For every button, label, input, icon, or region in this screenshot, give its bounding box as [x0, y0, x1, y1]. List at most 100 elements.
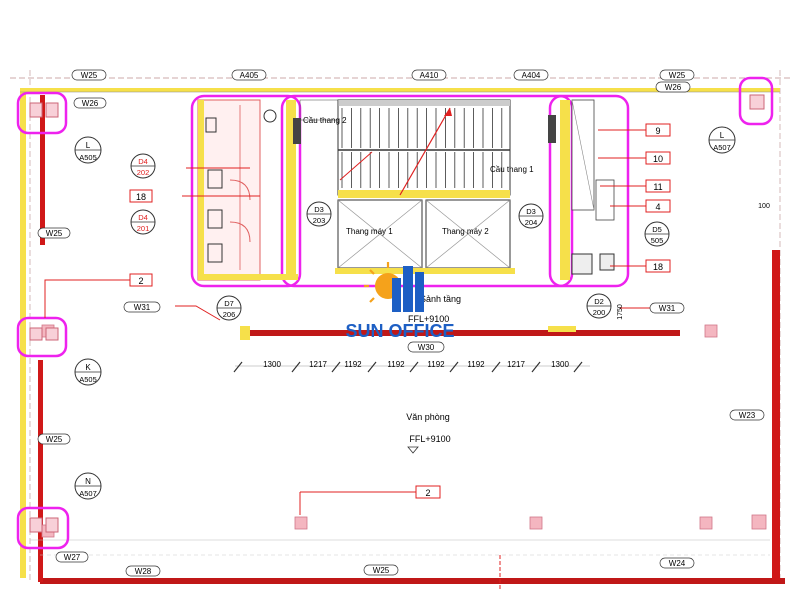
wall-tag-label: W25 — [81, 71, 98, 80]
wall-tags: W25 W26 A405 A410 A404 W25 W26 W25 W31 W… — [37, 69, 765, 577]
wall-tag-label: W25 — [46, 435, 63, 444]
wall-tag: W24 — [659, 557, 695, 569]
dimension-label: 1192 — [344, 360, 362, 369]
number-tag: 18 — [645, 259, 671, 273]
section-ref: A505 — [79, 153, 97, 162]
boxed-numbers: 18 2 9 10 11 4 18 2 — [129, 123, 671, 499]
elevator-shafts — [335, 199, 515, 274]
section-ref: A505 — [79, 375, 97, 384]
leaders — [44, 129, 650, 515]
door-num: 206 — [223, 310, 236, 319]
wall-tag: W25 — [659, 69, 695, 81]
outer-walls — [20, 88, 785, 584]
stair-flight — [337, 99, 511, 198]
dimension-tick — [233, 361, 243, 373]
number-tag-label: 10 — [653, 154, 663, 164]
elevator-label: Thang máy 1 — [346, 227, 393, 236]
door-code: D4 — [138, 157, 148, 166]
wall-tag-label: W30 — [418, 343, 435, 352]
elevator-label: Thang máy 2 — [442, 227, 489, 236]
number-tag-label: 9 — [655, 126, 660, 136]
building-icon — [392, 266, 424, 312]
dimension-label: 100 — [758, 203, 770, 210]
number-tag: 9 — [645, 123, 671, 137]
wall-tag: W26 — [73, 97, 107, 109]
dimension-tick — [331, 361, 341, 373]
number-tag-label: 11 — [653, 182, 662, 192]
wall-tag-label: W31 — [134, 303, 151, 312]
wall-tag-label: W28 — [135, 567, 152, 576]
number-tag-label: 18 — [136, 192, 146, 202]
brand-name: SUN OFFICE — [345, 321, 454, 341]
number-tag-label: 4 — [655, 202, 660, 212]
dimension-tick — [367, 361, 377, 373]
door-num: 505 — [651, 236, 664, 245]
section-ref: A507 — [79, 489, 97, 498]
section-letter: K — [85, 363, 91, 372]
wall-tag-label: W25 — [373, 566, 390, 575]
corner-markers — [16, 76, 774, 550]
number-tag-label: 2 — [138, 276, 143, 286]
dimension-row: 1300 1217 1192 1192 1192 1192 1217 1300 — [263, 360, 569, 369]
stair-label: Cầu thang 1 — [490, 165, 534, 174]
wall-tag-label: A410 — [420, 71, 439, 80]
wall-tag: W30 — [407, 341, 445, 353]
sun-office-logo: SUN OFFICE — [345, 262, 455, 341]
stair-label: Cầu thang 2 — [303, 116, 347, 125]
dimension-label: 1300 — [263, 360, 281, 369]
wall-tag: W25 — [363, 564, 399, 576]
dimension-label: 1217 — [507, 360, 525, 369]
wall-tag-label: W26 — [665, 83, 682, 92]
room-name: Văn phòng — [406, 412, 450, 422]
room-level: FFL+9100 — [408, 314, 449, 324]
dimension-label: 1217 — [309, 360, 327, 369]
wall-tag: A410 — [411, 69, 447, 81]
wall-tag: W25 — [37, 433, 71, 445]
number-tag-label: 2 — [425, 488, 430, 498]
number-tag: 2 — [129, 273, 153, 287]
number-tag: 4 — [645, 199, 671, 213]
wall-tag-label: W24 — [669, 559, 686, 568]
wall-tag-label: W31 — [659, 304, 676, 313]
wall-tag: W31 — [123, 301, 161, 313]
wall-tag: A405 — [231, 69, 267, 81]
wall-tag-label: A405 — [240, 71, 259, 80]
door-code: D3 — [314, 205, 324, 214]
door-code: D5 — [652, 225, 662, 234]
number-tag: 18 — [129, 189, 153, 203]
door-code: D3 — [526, 207, 536, 216]
wall-tag-label: W23 — [739, 411, 756, 420]
room-office: Văn phòng FFL+9100 — [406, 412, 451, 454]
toilet-block — [197, 99, 298, 281]
lobby-wall — [250, 330, 680, 336]
wall-tag-label: W25 — [669, 71, 686, 80]
door-code: D2 — [594, 297, 604, 306]
section-mark: K A505 — [74, 358, 102, 386]
room-name: Sảnh tầng — [420, 294, 461, 304]
dimension-label: 1192 — [427, 360, 445, 369]
wall-tag-label: W27 — [64, 553, 81, 562]
door-num: 200 — [593, 308, 606, 317]
door-num: 204 — [525, 218, 538, 227]
dimension-tick — [491, 361, 501, 373]
number-tag: 2 — [415, 485, 441, 499]
wall-tag-label: W26 — [82, 99, 99, 108]
wall-tag: W27 — [55, 551, 89, 563]
wall-tag: W25 — [37, 227, 71, 239]
wall-tag: W31 — [649, 302, 685, 314]
door-code: D4 — [138, 213, 148, 222]
dimension-tick — [409, 361, 419, 373]
wall-tag: A404 — [513, 69, 549, 81]
door-code: D7 — [224, 299, 234, 308]
